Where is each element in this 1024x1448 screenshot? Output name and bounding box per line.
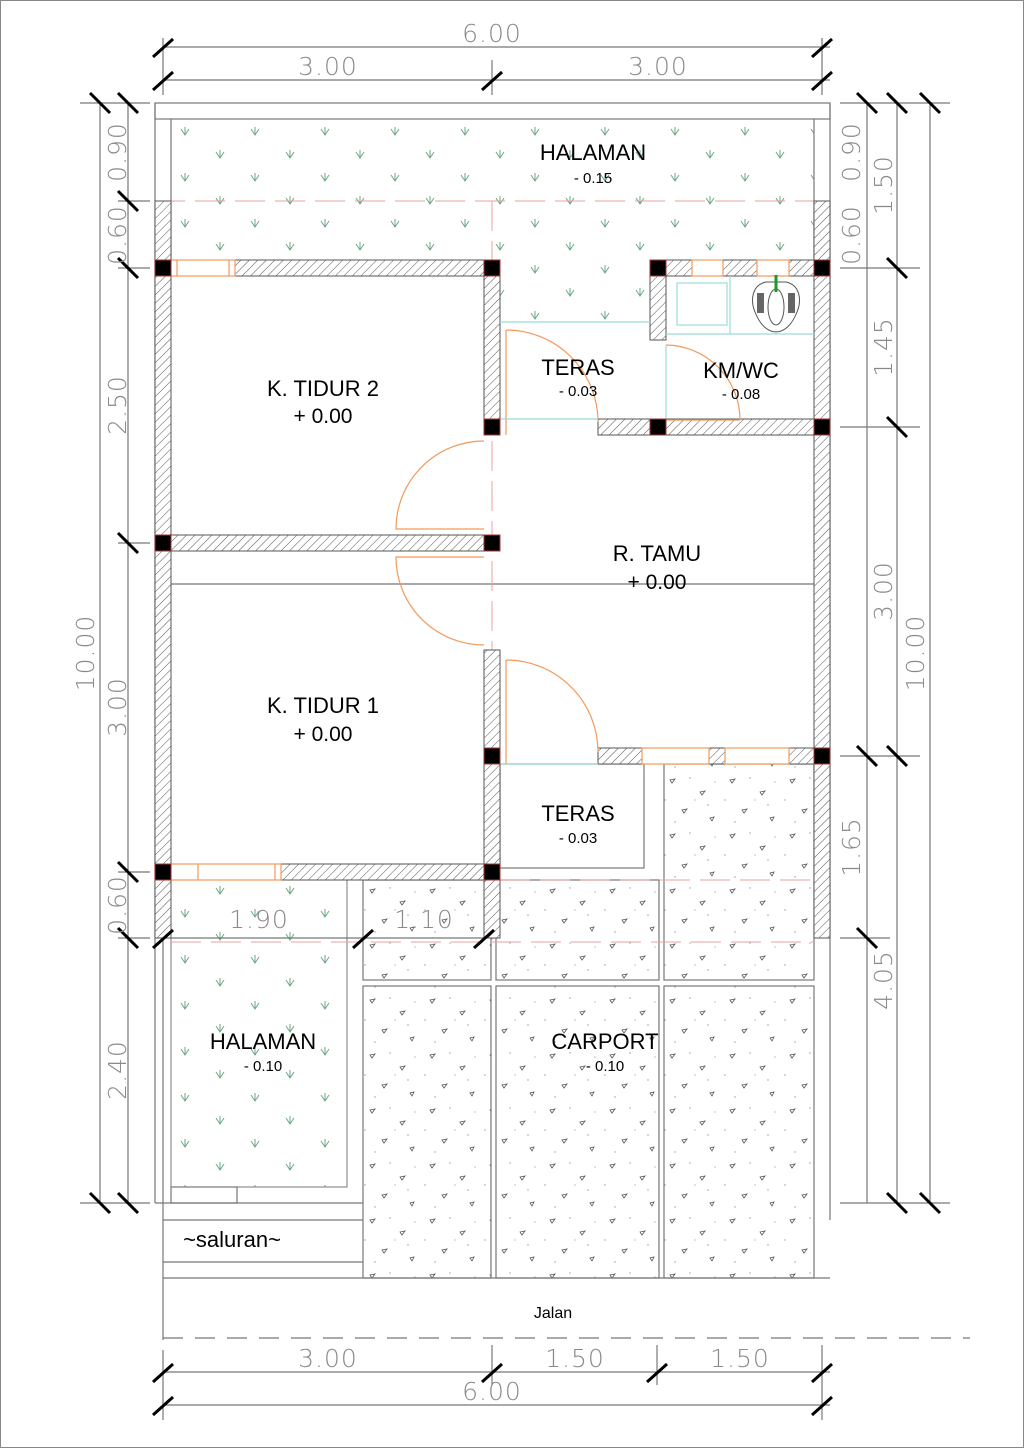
dim-bottom-total: 6.00 [462,1377,522,1406]
room-level-teras-bottom: - 0.03 [559,830,597,847]
dimension-ticks [88,37,942,1417]
room-name-halaman-top: HALAMAN [540,140,646,165]
garden-top-fill [171,119,814,260]
dim-top-left: 3.00 [298,52,358,81]
label-jalan: Jalan [534,1305,572,1322]
dim-left-2: 2.50 [103,375,132,435]
dim-inner-1: 1.10 [394,905,454,934]
doors [395,329,741,764]
room-level-halaman-top: - 0.15 [574,170,612,187]
room-name-tamu: R. TAMU [613,541,701,566]
dim-right-2: 1.45 [869,317,898,377]
dim-right-1: 0.60 [837,205,866,265]
dim-left-1: 0.60 [103,205,132,265]
windows [170,259,790,881]
room-name-tidur2: K. TIDUR 2 [267,376,379,401]
dim-right-0: 0.90 [837,122,866,182]
room-level-kmwc: - 0.08 [722,386,760,403]
room-name-tidur1: K. TIDUR 1 [267,693,379,718]
squat-toilet-icon [752,275,800,333]
room-level-tidur1: + 0.00 [294,723,353,746]
room-level-teras-top: - 0.03 [559,383,597,400]
dim-left-0: 0.90 [103,122,132,182]
room-name-halaman-bottom: HALAMAN [210,1029,316,1054]
dim-left-total: 10.00 [71,615,100,692]
room-level-carport: - 0.10 [586,1058,624,1075]
dim-left-5: 2.40 [103,1040,132,1100]
room-name-teras-top: TERAS [541,355,614,380]
dim-right-total: 10.00 [901,615,930,692]
room-level-tamu: + 0.00 [628,571,687,594]
columns [154,259,831,881]
dim-left-4: 0.60 [103,875,132,935]
dim-left-3: 3.00 [103,677,132,737]
room-level-halaman-bottom: - 0.10 [244,1058,282,1075]
dim-right-4: 1.65 [837,817,866,877]
dim-bottom-2: 1.50 [710,1344,770,1373]
room-name-teras-bottom: TERAS [541,801,614,826]
dim-bottom-1: 1.50 [545,1344,605,1373]
bathroom-fixtures [500,276,814,765]
dim-top-total: 6.00 [462,19,522,48]
label-saluran: ~saluran~ [183,1227,281,1252]
dim-inner-0: 1.90 [229,905,289,934]
dim-top-right: 3.00 [628,52,688,81]
dim-right-3: 3.00 [869,561,898,621]
room-level-tidur2: + 0.00 [294,405,353,428]
room-name-carport: CARPORT [551,1029,658,1054]
dim-bottom-0: 3.00 [298,1344,358,1373]
garden-top-notch [500,260,650,322]
dim-right-5: 4.05 [869,950,898,1010]
dim-right-outer: 1.50 [869,155,898,215]
room-name-kmwc: KM/WC [703,358,779,383]
